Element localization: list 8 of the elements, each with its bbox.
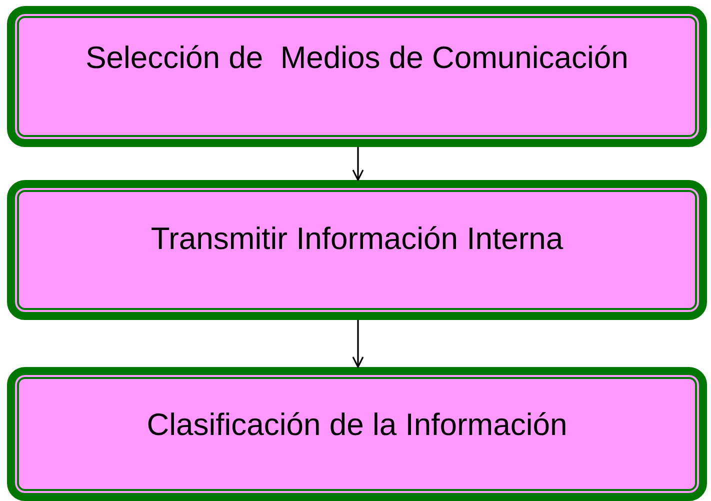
box-label: Selección de Medios de Comunicación: [84, 39, 630, 77]
arrow: [352, 320, 364, 368]
process-box: [7, 367, 707, 501]
box-label: Clasificación de la Información: [146, 406, 568, 444]
process-box: [7, 6, 707, 147]
box-label: Transmitir Información Interna: [150, 220, 564, 258]
arrow: [352, 147, 364, 181]
process-box: [7, 180, 707, 320]
